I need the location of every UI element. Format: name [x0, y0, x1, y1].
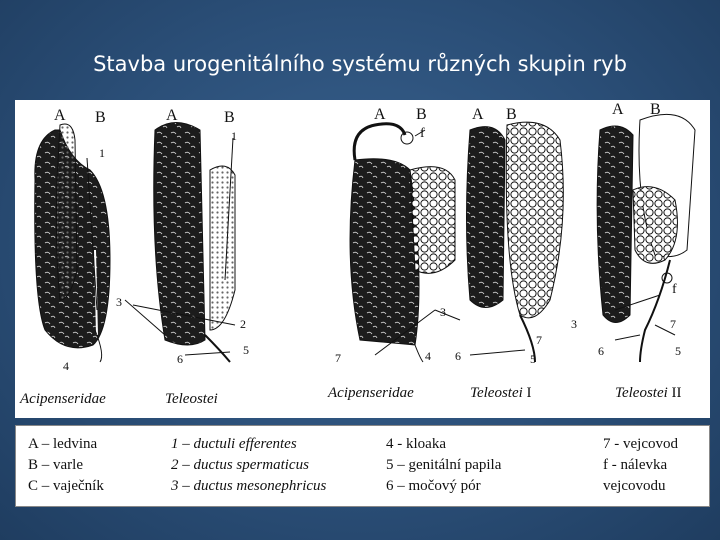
label-f: f [672, 283, 677, 297]
label-1: 1 [231, 130, 237, 142]
legend-item: 5 – genitální papila [386, 455, 501, 476]
caption-teleostei-i: Teleostei I [470, 385, 532, 402]
part-label-a: A [472, 107, 484, 123]
legend-item: 7 - vejcovod [603, 434, 678, 455]
part-label-a: A [54, 108, 66, 124]
caption-suffix: I [527, 385, 532, 401]
label-3: 3 [116, 296, 122, 308]
label-4: 4 [63, 360, 69, 372]
caption-suffix: II [672, 385, 682, 401]
legend-column-oviduct: 7 - vejcovod f - nálevka vejcovodu [603, 434, 678, 497]
caption-teleostei-ii: Teleostei II [615, 385, 682, 402]
organ-teleostei-i [467, 122, 564, 362]
caption-acipenseridae: Acipenseridae [328, 385, 414, 402]
slide-title: Stavba urogenitálního systému různých sk… [0, 52, 720, 76]
organ-acipenseridae-female [350, 124, 455, 362]
legend-item: A – ledvina [28, 434, 104, 455]
label-7: 7 [670, 318, 676, 330]
legend-item: 3 – ductus mesonephricus [171, 476, 326, 497]
legend-item: 6 – močový pór [386, 476, 501, 497]
label-2: 2 [240, 318, 246, 330]
label-7: 7 [335, 352, 341, 364]
legend-column-ducts: 1 – ductuli efferentes 2 – ductus sperma… [171, 434, 326, 497]
label-6: 6 [177, 353, 183, 365]
label-4: 4 [425, 350, 431, 362]
label-5: 5 [675, 345, 681, 357]
label-6: 6 [598, 345, 604, 357]
label-5: 5 [530, 353, 536, 365]
legend-item: B – varle [28, 455, 104, 476]
label-3: 3 [440, 306, 446, 318]
caption-text: Teleostei [470, 385, 523, 401]
anatomy-drawing [15, 100, 710, 418]
legend-item: 1 – ductuli efferentes [171, 434, 326, 455]
part-label-a: A [374, 107, 386, 123]
legend-column-organs: A – ledvina B – varle C – vaječník [28, 434, 104, 497]
label-f: f [420, 127, 425, 141]
caption-acipenseridae: Acipenseridae [20, 391, 106, 408]
label-6: 6 [455, 350, 461, 362]
label-7: 7 [536, 334, 542, 346]
label-5: 5 [243, 344, 249, 356]
organ-teleostei-male [154, 123, 235, 363]
label-1: 1 [99, 147, 105, 159]
part-label-b: B [650, 102, 661, 118]
legend-box: A – ledvina B – varle C – vaječník 1 – d… [15, 425, 710, 507]
legend-item: 2 – ductus spermaticus [171, 455, 326, 476]
anatomy-figure: A B A B A B A B A B 1 1 3 2 5 6 4 3 7 4 … [15, 100, 710, 418]
legend-item: f - nálevka [603, 455, 678, 476]
part-label-b: B [95, 110, 106, 126]
caption-teleostei: Teleostei [165, 391, 218, 408]
legend-column-openings: 4 - kloaka 5 – genitální papila 6 – močo… [386, 434, 501, 497]
part-label-a: A [612, 102, 624, 118]
label-3: 3 [571, 318, 577, 330]
organ-teleostei-ii [597, 114, 695, 362]
part-label-a: A [166, 108, 178, 124]
caption-text: Teleostei [615, 385, 668, 401]
part-label-b: B [224, 110, 235, 126]
legend-item: vejcovodu [603, 476, 678, 497]
legend-item: 4 - kloaka [386, 434, 501, 455]
legend-item: C – vaječník [28, 476, 104, 497]
part-label-b: B [416, 107, 427, 123]
part-label-b: B [506, 107, 517, 123]
